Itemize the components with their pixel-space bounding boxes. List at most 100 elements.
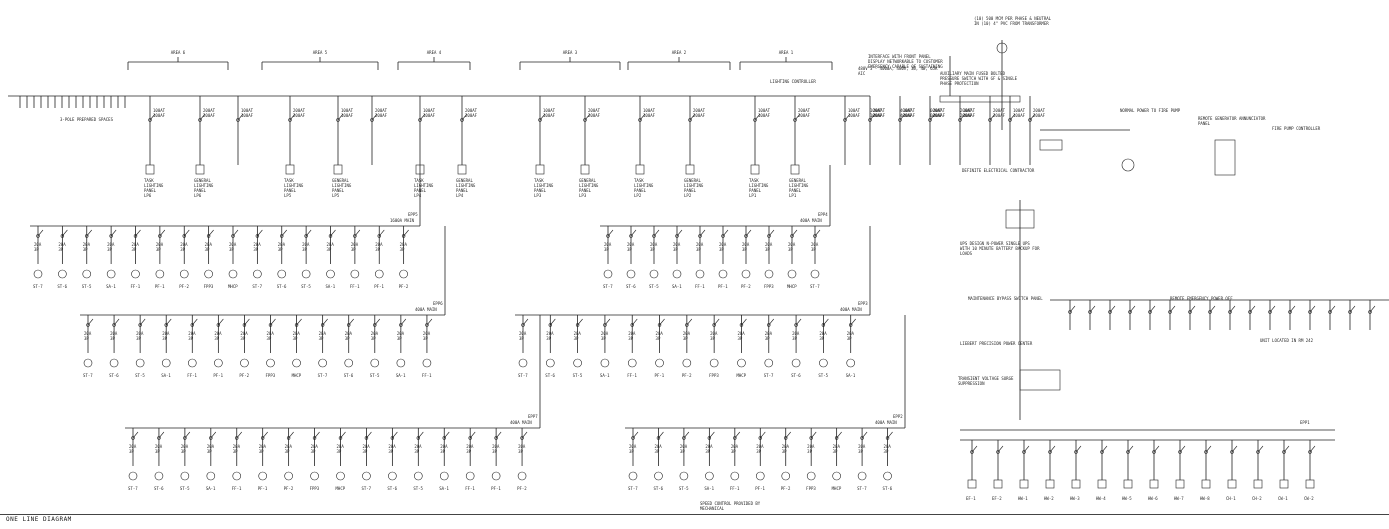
note-text: (10) 500 MCM PER PHASE & NEUTRAL	[974, 16, 1052, 21]
lighting-panel-label: LIGHTING	[579, 183, 599, 188]
feeder-breaker-contact	[236, 118, 240, 122]
branch-breaker-blade	[760, 431, 766, 439]
epp2-tag: EPP2	[893, 414, 903, 419]
load-symbol	[806, 471, 816, 481]
load-tag: PF-2	[239, 373, 249, 378]
load-tag: PF-2	[284, 486, 294, 491]
branch-breaker-contact	[206, 234, 211, 238]
branch-poles: 3P	[181, 449, 186, 454]
branch-poles: 3P	[351, 247, 356, 252]
branch-breaker-blade	[305, 229, 312, 237]
load-symbol	[374, 269, 384, 279]
breaker-rating: 100AT	[903, 108, 916, 113]
branch-breaker-blade	[281, 229, 287, 237]
lighting-panel-label: PANEL	[414, 188, 427, 193]
breaker-frame: 200AF	[203, 113, 216, 118]
branch-rating: 20A	[388, 444, 396, 449]
breaker-rating: 200AT	[465, 108, 478, 113]
branch-rating: 20A	[710, 331, 718, 336]
branch-poles: 3P	[833, 449, 838, 454]
load-tag: MHCP	[832, 486, 842, 491]
feeder-breaker-contact	[843, 118, 847, 122]
branch-breaker-contact	[338, 436, 343, 440]
branch-breaker-blade	[810, 431, 817, 439]
load-symbol	[277, 269, 287, 279]
breaker-rating: 200AT	[798, 108, 811, 113]
load-tag: SA-1	[161, 373, 171, 378]
lighting-panel-label: LIGHTING	[194, 183, 214, 188]
branch-breaker-contact	[744, 234, 748, 238]
load-symbol	[128, 471, 138, 481]
branch-breaker-blade	[522, 318, 529, 326]
branch-poles: 3P	[132, 247, 137, 252]
load-symbol	[131, 269, 140, 279]
branch-poles: 3P	[765, 336, 770, 341]
branch-breaker-blade	[495, 431, 502, 439]
epp1-breaker-contact	[1152, 450, 1156, 454]
branch-rating: 20A	[311, 444, 319, 449]
ups-box	[1005, 209, 1035, 229]
epp3-main-label: 400A MAIN	[840, 307, 862, 312]
area-label: AREA 1	[779, 50, 794, 55]
emergency-breaker-contact	[1288, 310, 1292, 314]
branch-breaker-contact	[304, 234, 308, 238]
emergency-breaker-contact	[1108, 310, 1112, 314]
note-text: AIC	[858, 71, 866, 76]
branch-poles: 3P	[375, 247, 380, 252]
branch-breaker-contact	[86, 323, 90, 327]
lighting-panel-label: TASK	[534, 178, 544, 183]
main-breaker-rating: 200AT	[960, 108, 973, 113]
load-symbol	[832, 471, 841, 481]
emergency-breaker-blade	[1149, 305, 1156, 313]
branch-breaker-contact	[790, 234, 794, 238]
branch-breaker-blade	[658, 431, 664, 439]
branch-breaker-contact	[656, 436, 661, 440]
branch-rating: 20A	[278, 242, 286, 247]
epp1-breaker-contact	[970, 450, 974, 454]
load-symbol	[399, 269, 408, 279]
emergency-breaker-contact	[1368, 310, 1372, 314]
branch-poles: 3P	[180, 247, 185, 252]
lighting-panel-box	[195, 164, 205, 175]
load-tag: PF-2	[682, 373, 692, 378]
branch-breaker-contact	[794, 323, 798, 327]
branch-breaker-contact	[425, 323, 429, 327]
load-symbol	[396, 358, 406, 368]
branch-poles: 3P	[34, 247, 39, 252]
branch-rating: 20A	[756, 444, 764, 449]
epp1-load-box	[1071, 479, 1081, 489]
note-text: LOADS	[960, 251, 973, 256]
fire-pump-controller-box	[1214, 139, 1236, 176]
epp1-load-box	[1201, 479, 1211, 489]
branch-breaker-contact	[606, 234, 610, 238]
branch-breaker-blade	[132, 431, 139, 439]
load-symbol	[214, 358, 223, 368]
branch-rating: 20A	[705, 444, 713, 449]
lighting-panel-label: LIGHTING	[456, 183, 476, 188]
breaker-frame: 200AF	[993, 113, 1006, 118]
load-symbol	[258, 471, 267, 481]
branch-breaker-contact	[707, 436, 712, 440]
load-tag: FF-1	[465, 486, 475, 491]
lighting-panel-label: LP4	[414, 193, 422, 198]
load-tag: ST-7	[318, 373, 328, 378]
emergency-breaker-contact	[1328, 310, 1332, 314]
load-tag: FF-1	[422, 373, 432, 378]
branch-poles: 3P	[240, 336, 245, 341]
feeder-breaker-contact	[638, 118, 642, 122]
load-symbol	[179, 269, 189, 279]
load-symbol	[695, 269, 705, 279]
note-text: UNIT LOCATED IN RM 242	[1260, 338, 1314, 343]
branch-poles: 3P	[337, 449, 342, 454]
branch-breaker-blade	[676, 229, 683, 237]
feeder-breaker-blade	[899, 113, 906, 121]
epp1-breaker-contact	[1256, 450, 1260, 454]
lighting-panel-label: PANEL	[284, 188, 297, 193]
branch-poles: 3P	[278, 247, 283, 252]
epp1-load-box	[1227, 479, 1237, 489]
load-tag: ST-6	[277, 284, 287, 289]
branch-breaker-contact	[603, 323, 607, 327]
breaker-frame: 100AF	[848, 113, 861, 118]
load-tag: ST-6	[57, 284, 67, 289]
